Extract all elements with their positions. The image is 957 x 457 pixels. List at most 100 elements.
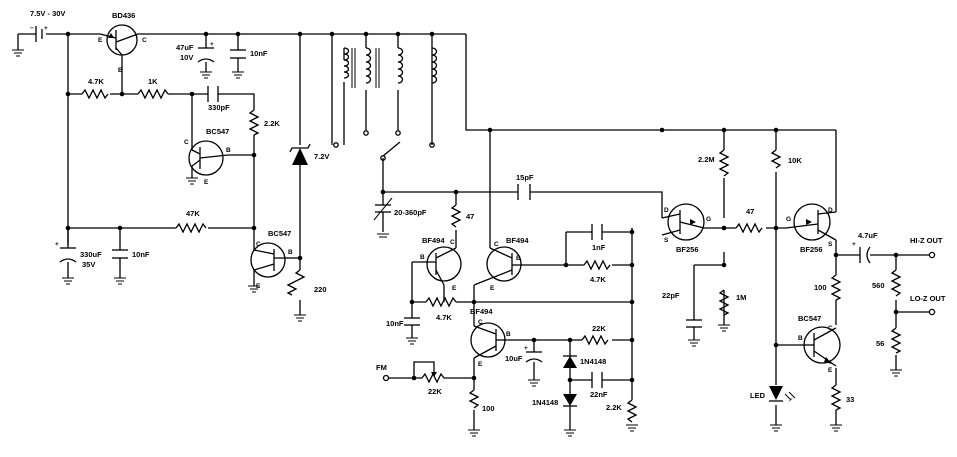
c-22pf-symbol [686,319,702,340]
bf494-2-label: BF494 [506,236,529,245]
bf256-2-pin-d: D [828,207,833,214]
d-1n4148-b-label: 1N4148 [532,398,558,407]
r-47-gate [735,222,763,234]
r-100-out [830,274,842,301]
svg-text:−: − [30,25,34,32]
band-switch[interactable] [333,130,435,161]
hi-z-out-terminal[interactable] [928,251,936,259]
svg-text:+: + [210,41,214,48]
bf494-3-pin-b: B [506,331,511,338]
c-330uf-rating: 35V [82,260,95,269]
r-4k7-fb-value: 4.7K [590,275,606,284]
r-220 [286,269,306,296]
r-560-value: 560 [872,281,885,290]
supply-battery: − + [30,25,48,42]
bf494-1-pin-c: C [450,239,455,246]
c-10nf-osc-symbol [404,317,420,338]
c-47uf-symbol: + [197,41,215,63]
diode-1n4148-a [563,355,577,368]
r-33-value: 33 [846,395,854,404]
bf256-1-pin-s: S [664,237,669,244]
supply-label: 7.5V - 30V [30,9,65,18]
bf494-2-transistor [473,240,524,286]
r-100-em-value: 100 [482,404,495,413]
r-56 [890,327,902,354]
bf256-2-pin-s: S [828,241,833,248]
r-100-em [468,389,480,409]
c-10nf-left-value: 10nF [132,250,150,259]
c-10nf-left-symbol [112,249,128,259]
c-4u7-value: 4.7uF [858,231,878,240]
bf256-1-jfet [661,203,705,241]
r-2k2-left [248,109,260,136]
junctions [65,31,899,383]
r-560 [890,269,902,297]
bf256-2-label: BF256 [800,245,823,254]
bf256-2-jfet [785,203,837,241]
bc547-1-pin-e: E [204,179,209,186]
r-2k2-bot [626,399,638,423]
hi-z-out-label: HI-Z OUT [910,236,943,245]
bf494-2-pin-c: C [494,241,499,248]
c-10uf-value: 10uF [505,354,523,363]
lo-z-out-label: LO-Z OUT [910,294,946,303]
bc547-2-pin-c: C [256,241,261,248]
r-33 [830,384,842,411]
c-4u7-symbol: + [852,241,871,264]
r-4k7-fb [583,259,611,271]
c-330uf-value: 330uF [80,250,102,259]
bc547-3-pin-e: E [828,367,833,374]
bf494-2-pin-b: B [516,255,521,262]
d-1n4148-a-label: 1N4148 [580,357,606,366]
bf494-1-pin-b: B [420,254,425,261]
c-22nf-value: 22nF [590,390,608,399]
c-10nf-top-value: 10nF [250,49,268,58]
variable-capacitor [373,197,393,238]
bf256-1-label: BF256 [676,245,699,254]
c-330pf-value: 330pF [208,103,230,112]
svg-text:+: + [44,25,48,32]
led-label: LED [750,391,766,400]
r-10k [770,149,782,169]
wires [17,33,930,430]
r-100-out-value: 100 [814,283,827,292]
bc547-1-transistor [188,140,229,178]
bc547-3-label: BC547 [798,314,821,323]
bf494-3-pin-c: C [478,319,483,326]
c-10nf-osc-value: 10nF [386,319,404,328]
r-22k-mod-value: 22K [592,324,606,333]
r-2k2-left-value: 2.2K [264,119,280,128]
ground-symbol [186,177,198,185]
fm-input-terminal[interactable] [382,374,390,382]
svg-text:+: + [852,241,856,248]
bf494-3-label: BF494 [470,307,493,316]
bc547-1-pin-b: B [226,147,231,154]
r-1k-value: 1K [148,77,158,86]
bc547-3-pin-c: C [828,325,833,332]
c-22nf-symbol [591,372,603,388]
r-47k-value: 47K [186,209,200,218]
bd436-pin-e: E [98,37,103,44]
c-1nf-symbol [591,224,603,240]
bc547-1-label: BC547 [206,127,229,136]
r-10k-value: 10K [788,156,802,165]
c-330uf-symbol: + [55,241,77,263]
r-2m2 [718,149,730,177]
r-1k [137,88,169,100]
r-4k7-base-value: 4.7K [436,313,452,322]
bd436-pin-b: B [118,67,123,74]
r-22k-mod [581,334,609,346]
bf494-1-pin-e: E [452,285,457,292]
c-10nf-top-symbol [230,49,246,59]
r-4k7-base [425,296,457,308]
bd436-transistor [99,24,139,56]
coil-bank [343,47,438,145]
lo-z-out-terminal[interactable] [928,308,936,316]
bc547-2-label: BC547 [268,229,291,238]
pot-22k[interactable] [421,372,446,384]
r-2m2-value: 2.2M [698,155,715,164]
bc547-3-pin-b: B [798,335,803,342]
r-220-value: 220 [314,285,327,294]
zener-diode [289,143,311,165]
c-10uf-symbol: + [524,345,543,363]
